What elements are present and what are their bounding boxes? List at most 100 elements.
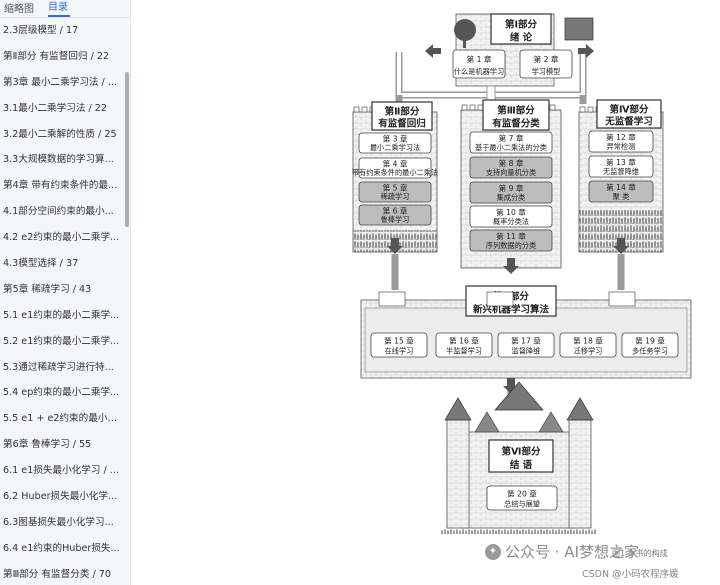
part2-tower-merlon (362, 107, 367, 112)
chapter-box-p2-3-label: 第 6 章 (383, 206, 408, 216)
chapter-box-p3-1-text: 支持向量机分类 (486, 168, 536, 177)
book-structure-figure: 第Ⅰ部分绪 论第 1 章什么是机器学习 第 2 章学习模型第Ⅱ部分有监督回归第 3… (131, 0, 720, 585)
turret-roof-left (445, 398, 471, 420)
chapter-box-p3-4-label: 第 11 章 (496, 231, 526, 241)
chapter-box-p2-0-text: 最小二乘学习法 (370, 143, 420, 152)
toc-item[interactable]: 3.1最小二乘学习法 / 22 (0, 96, 124, 122)
toc-item[interactable]: 第3章 最小二乘学习法 / ... (0, 70, 124, 96)
chapter-box-p5-2-label: 第 17 章 (511, 335, 541, 345)
chapter-box-p3-4-text: 序列数据的分类 (486, 241, 536, 250)
toc-item[interactable]: 6.1 e1损失最小化学习 / ... (0, 458, 124, 484)
chapter-box-p2-2-text: 稀疏学习 (381, 192, 410, 201)
chapter-box-p5-1-label: 第 16 章 (449, 335, 479, 345)
chapter-box-p5-3-text: 迁移学习 (574, 347, 603, 356)
part1-title-box-title2: 绪 论 (510, 31, 533, 43)
part5-turret (379, 292, 405, 306)
toc-item[interactable]: 5.1 e1约束的最小二乘学... (0, 303, 124, 329)
chapter-box-p5-4-label: 第 19 章 (635, 335, 665, 345)
left-arrow (425, 44, 441, 58)
watermark: ✦ 公众号 · AI梦想之家 (485, 541, 639, 562)
toc-item[interactable]: 5.4 ep约束的最小二乘学... (0, 380, 124, 406)
toc-item[interactable]: 4.3模型选择 / 37 (0, 251, 124, 277)
part4-title-box-title2: 无监督学习 (604, 116, 653, 128)
chapter-box-p4-1-text: 无监督降维 (603, 167, 639, 176)
toc-item[interactable]: 4.1部分空间约束的最小... (0, 199, 124, 225)
part5-turret (609, 292, 635, 306)
chapter-box-p3-2-text: 集成分类 (497, 193, 526, 202)
chapter-20-box-text: 总结与展望 (504, 500, 540, 509)
part6-grass (441, 528, 597, 534)
chapter-box-p5-3-label: 第 18 章 (573, 335, 603, 345)
toc-item[interactable]: 6.3图基损失最小化学习... (0, 510, 124, 536)
chapter-box-p5-2-text: 监督降维 (512, 347, 541, 356)
chapter-box-p4-0-text: 异常检测 (607, 142, 636, 151)
tab-thumbnails[interactable]: 缩略图 (4, 0, 40, 17)
part3-tower-merlon (478, 105, 483, 110)
sidebar-tabs: 缩略图 目录 (0, 0, 130, 18)
house-right-icon (565, 18, 593, 40)
part3-tower-merlon (550, 105, 555, 110)
chapter-box-p4-2-label: 第 14 章 (606, 182, 636, 192)
turret-roof-right (567, 398, 593, 420)
chapter-1-box-label: 第 1 章 (467, 54, 492, 64)
tab-toc[interactable]: 目录 (48, 0, 70, 17)
watermark-text: 公众号 · AI梦想之家 (505, 541, 639, 562)
toc-item[interactable]: 第6章 鲁棒学习 / 55 (0, 432, 124, 458)
part4-title-box-title1: 第Ⅳ部分 (610, 104, 649, 116)
chapter-box-p5-4-text: 多任务学习 (632, 347, 668, 356)
toc-item[interactable]: 3.3大规模数据的学习算... (0, 147, 124, 173)
chapter-box-p2-3-text: 鲁棒学习 (381, 215, 410, 224)
part6-title-box-title1: 第Ⅵ部分 (502, 445, 541, 457)
part1-title-box-title1: 第Ⅰ部分 (505, 19, 538, 31)
chapter-box-p5-1-text: 半监督学习 (446, 347, 482, 356)
chapter-box-p3-3-text: 概率分类法 (493, 217, 529, 226)
tree-left-icon (454, 19, 476, 41)
part3-title-box-title1: 第Ⅲ部分 (497, 105, 535, 117)
chapter-box-p5-0-label: 第 15 章 (384, 335, 414, 345)
chapter-20-box-label: 第 20 章 (507, 488, 537, 498)
toc-item[interactable]: 第5章 稀疏学习 / 43 (0, 277, 124, 303)
chapter-box-p3-1-label: 第 8 章 (499, 158, 524, 168)
toc-item[interactable]: 2.3层级模型 / 17 (0, 18, 124, 44)
csdn-credit: CSDN @小码农程序媛 (582, 566, 679, 580)
sidebar-scrollbar[interactable] (125, 72, 129, 227)
toc-item[interactable]: 3.2最小二乘解的性质 / 25 (0, 122, 124, 148)
chapter-2-box-text: 学习模型 (532, 67, 561, 76)
chapter-1-box-text: 什么是机器学习 (454, 67, 504, 76)
part2-title-box-title1: 第Ⅱ部分 (385, 106, 420, 118)
part2-tower-merlon (354, 107, 359, 112)
part2-title-box-title2: 有监督回归 (378, 118, 426, 130)
part6-title-box-title2: 结 语 (509, 459, 533, 471)
toc-item[interactable]: 6.4 e1约束的Huber损失... (0, 536, 124, 562)
chapter-box-p2-1-text: 带有约束条件的最小二乘法 (352, 168, 438, 177)
toc-item[interactable]: 4.2 e2约束的最小二乘学... (0, 225, 124, 251)
chapter-box-p3-2-label: 第 9 章 (499, 183, 524, 193)
chapter-box-p3-0-text: 基于最小二乘法的分类 (475, 143, 547, 152)
turret-roof-small-right (539, 412, 563, 432)
part3-tower-merlon (470, 105, 475, 110)
chapter-2-box-label: 第 2 章 (534, 54, 559, 64)
chapter-box-p3-0-label: 第 7 章 (499, 133, 524, 143)
toc-item[interactable]: 第Ⅱ部分 有监督回归 / 22 (0, 44, 124, 70)
document-page: 第Ⅰ部分绪 论第 1 章什么是机器学习 第 2 章学习模型第Ⅱ部分有监督回归第 3… (131, 0, 720, 585)
chapter-box-p2-0-label: 第 3 章 (383, 134, 408, 144)
part4-tower-merlon (588, 107, 593, 112)
toc-item[interactable]: 5.2 e1约束的最小二乘学... (0, 329, 124, 355)
toc-item[interactable]: 5.3通过稀疏学习进行特... (0, 355, 124, 381)
turret-roof-small-left (475, 412, 499, 432)
toc-item[interactable]: 5.5 e1 + e2约束的最小二... (0, 406, 124, 432)
chapter-box-p4-2-text: 聚 类 (613, 192, 630, 201)
part5-turret (487, 292, 513, 306)
chapter-box-p3-3-label: 第 10 章 (496, 207, 526, 217)
part6-right-turret (569, 420, 591, 528)
part6-left-turret (447, 420, 469, 528)
wechat-icon: ✦ (485, 544, 501, 560)
tree-left-trunk (463, 38, 466, 48)
toc-item[interactable]: 6.2 Huber损失最小化学... (0, 484, 124, 510)
chapter-box-p2-1-label: 第 4 章 (383, 159, 408, 169)
toc-item[interactable]: 第Ⅲ部分 有监督分类 / 70 (0, 562, 124, 585)
part3-title-box-title2: 有监督分类 (492, 117, 540, 129)
toc-item[interactable]: 第4章 带有约束条件的最... (0, 173, 124, 199)
